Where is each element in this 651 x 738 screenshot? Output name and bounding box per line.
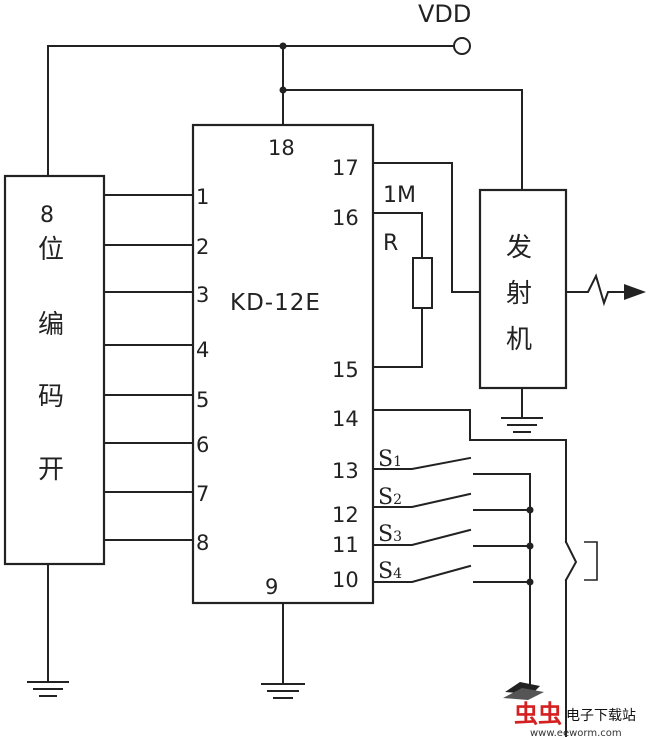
- pin-label: 15: [332, 358, 359, 382]
- watermark-title: 电子下载站: [566, 708, 636, 724]
- resistor-top-wire: [372, 212, 423, 259]
- encoder-label-char: 位: [38, 235, 64, 265]
- encoder-label-char: 码: [38, 382, 64, 412]
- junction-dot: [526, 506, 534, 514]
- switch-label-s1: S1: [378, 447, 402, 472]
- pin-label: 12: [332, 503, 359, 527]
- chip-label: KD-12E: [230, 290, 321, 316]
- pin-label: 9: [265, 575, 278, 599]
- watermark-logo: 虫虫: [503, 682, 562, 728]
- switch-label-s4: S4: [378, 559, 402, 584]
- ground-symbol: [501, 417, 543, 433]
- kd12e-chip: [191, 123, 375, 605]
- resistor-name: R: [383, 231, 398, 256]
- encoder-bus-wires: [103, 194, 194, 541]
- pin-label: 11: [332, 533, 359, 557]
- svg-text:虫虫: 虫虫: [514, 700, 562, 728]
- switch-label-s2: S2: [378, 485, 402, 510]
- push-button-switch: [564, 540, 598, 737]
- antenna-output-arrow: [565, 273, 646, 307]
- encoder-switch-block: [3, 174, 106, 566]
- pin-label: 4: [196, 338, 209, 362]
- switch-label-s3: S3: [378, 522, 402, 547]
- pin17-transmitter-wire: [372, 162, 481, 293]
- vdd-label: VDD: [418, 0, 471, 28]
- switch-s4: [372, 564, 531, 583]
- pin-label: 17: [332, 156, 359, 180]
- pin-label: 7: [196, 482, 209, 506]
- junction-dot: [526, 578, 534, 586]
- vdd-bus-wire: [47, 45, 455, 177]
- vdd-transmitter-wire: [282, 89, 523, 191]
- encoder-label-8: 8: [40, 203, 54, 228]
- pin-label: 14: [332, 407, 359, 431]
- pin-label: 13: [332, 459, 359, 483]
- switch-s3: [372, 528, 531, 547]
- pin-label: 6: [196, 433, 209, 457]
- pin-label: 2: [196, 235, 209, 259]
- switch-s2: [372, 492, 531, 511]
- pin-label: 8: [196, 531, 209, 555]
- resistor-r: [412, 257, 433, 309]
- transmitter-label-char: 发: [506, 233, 532, 263]
- encoder-label-char: 开: [38, 455, 64, 485]
- pin-label: 16: [332, 206, 359, 230]
- junction-dot: [526, 542, 534, 550]
- pin14-wire: [372, 409, 567, 543]
- resistor-value: 1M: [383, 183, 416, 208]
- pin-label: 10: [332, 568, 359, 592]
- encoder-label-char: 编: [38, 310, 64, 340]
- pin-label: 3: [196, 283, 209, 307]
- junction-dot: [279, 42, 287, 50]
- transmitter-label-char: 机: [506, 325, 532, 355]
- ground-symbol: [261, 683, 305, 699]
- watermark-url: www.eeworm.com: [530, 728, 622, 738]
- transmitter-label-char: 射: [506, 279, 532, 309]
- vdd-terminal: [453, 37, 471, 55]
- pin-label: 5: [196, 388, 209, 412]
- ground-symbol: [27, 681, 69, 697]
- resistor-bottom-wire: [372, 307, 423, 368]
- pin-label: 1: [196, 185, 209, 209]
- pin-label: 18: [268, 136, 295, 160]
